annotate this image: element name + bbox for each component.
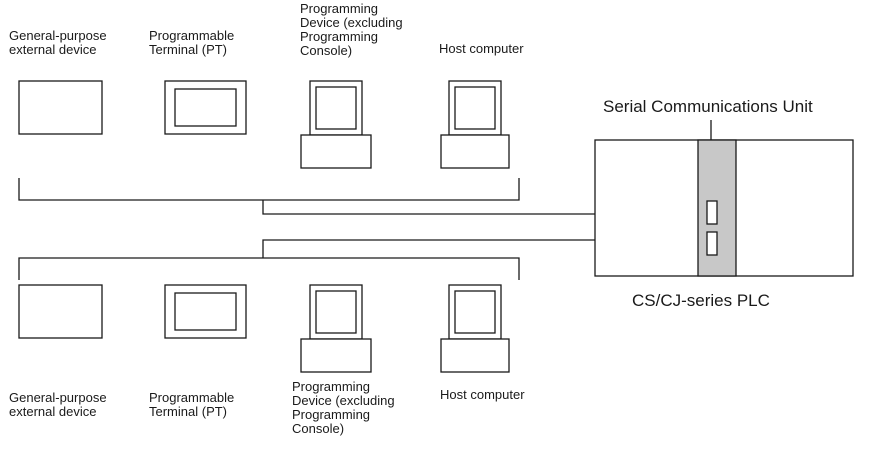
top-host-label: Host computer [439,41,524,56]
bottom-host-computer-icon [440,284,510,373]
port-2 [706,231,718,256]
bottom-bus-line [18,257,520,280]
bottom-pt-label: Programmable Terminal (PT) [149,390,235,419]
plc-label: CS/CJ-series PLC [632,291,770,310]
top-programming-device-icon [300,80,372,169]
scu-label: Serial Communications Unit [603,97,813,116]
top-pt-icon [164,80,247,135]
bottom-host-label: Host computer [440,387,525,402]
top-general-device-box [18,80,103,135]
top-connection-line [262,200,708,215]
bottom-connection-line [262,239,708,258]
bottom-programming-device-icon [300,284,372,373]
bottom-programming-device-label: Programming Device (excluding Programmin… [292,379,395,436]
bottom-general-device-box [18,284,103,339]
top-pt-label: Programmable Terminal (PT) [149,28,235,57]
top-general-device-label: General-purpose external device [9,28,107,57]
bottom-general-device-label: General-purpose external device [9,390,107,419]
top-host-computer-icon [440,80,510,169]
top-programming-device-label: Programming Device (excluding Programmin… [300,1,403,58]
bottom-pt-icon [164,284,247,339]
port-1 [706,200,718,225]
top-bus-line [18,178,520,201]
